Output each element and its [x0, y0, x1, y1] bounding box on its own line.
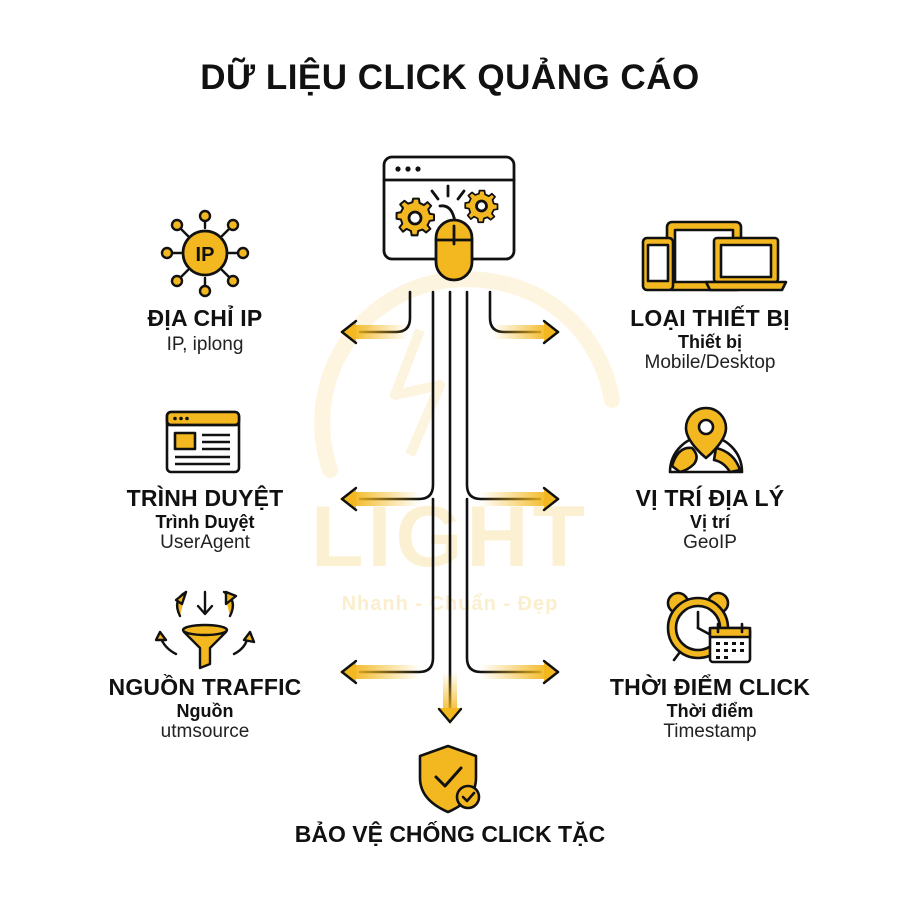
alarm-calendar-icon [666, 591, 752, 664]
page-title: DỮ LIỆU CLICK QUẢNG CÁO [200, 58, 700, 97]
ip-heading: ĐỊA CHỈ IP [147, 305, 263, 331]
arrow-to-browser [340, 486, 420, 512]
location-globe-icon [668, 406, 744, 474]
svg-text:IP: IP [196, 244, 215, 266]
arrow-to-geo [480, 486, 560, 512]
ip-network-icon: IP [160, 209, 250, 298]
arrow-to-shield [437, 672, 463, 724]
arrow-to-traffic [340, 659, 420, 685]
geo-label: VỊ TRÍ ĐỊA LÝ Vị trí GeoIP [600, 485, 820, 553]
ip-detail: IP, iplong [166, 333, 244, 355]
browser-detail: UserAgent [160, 531, 250, 553]
geo-sub: Vị trí [689, 511, 730, 532]
device-sub: Thiết bị [678, 331, 742, 352]
time-sub: Thời điểm [666, 700, 754, 721]
geo-heading: VỊ TRÍ ĐỊA LÝ [635, 485, 785, 511]
time-heading: THỜI ĐIỂM CLICK [609, 674, 811, 700]
traffic-heading: NGUỒN TRAFFIC [108, 674, 302, 700]
shield-check-icon [418, 744, 481, 814]
browser-heading: TRÌNH DUYỆT [126, 485, 284, 511]
funnel-icon [154, 590, 256, 670]
geo-detail: GeoIP [683, 531, 737, 553]
device-detail: Mobile/Desktop [644, 351, 776, 373]
ip-label: ĐỊA CHỈ IP IP, iplong [100, 305, 310, 355]
traffic-sub: Nguồn [176, 700, 234, 721]
time-label: THỜI ĐIỂM CLICK Thời điểm Timestamp [590, 674, 830, 742]
device-label: LOẠI THIẾT BỊ Thiết bị Mobile/Desktop [600, 305, 820, 373]
result-label: BẢO VỆ CHỐNG CLICK TẶC [294, 821, 606, 847]
click-data-hub-icon [382, 155, 516, 282]
devices-icon [641, 220, 788, 292]
arrow-to-device [492, 319, 560, 345]
arrow-to-time [480, 659, 560, 685]
arrow-to-ip [340, 319, 408, 345]
browser-sub: Trình Duyệt [155, 511, 255, 532]
browser-window-icon [165, 410, 241, 474]
time-detail: Timestamp [663, 720, 757, 742]
traffic-label: NGUỒN TRAFFIC Nguồn utmsource [90, 674, 320, 742]
device-heading: LOẠI THIẾT BỊ [630, 305, 790, 331]
traffic-detail: utmsource [160, 720, 250, 742]
browser-label: TRÌNH DUYỆT Trình Duyệt UserAgent [95, 485, 315, 553]
